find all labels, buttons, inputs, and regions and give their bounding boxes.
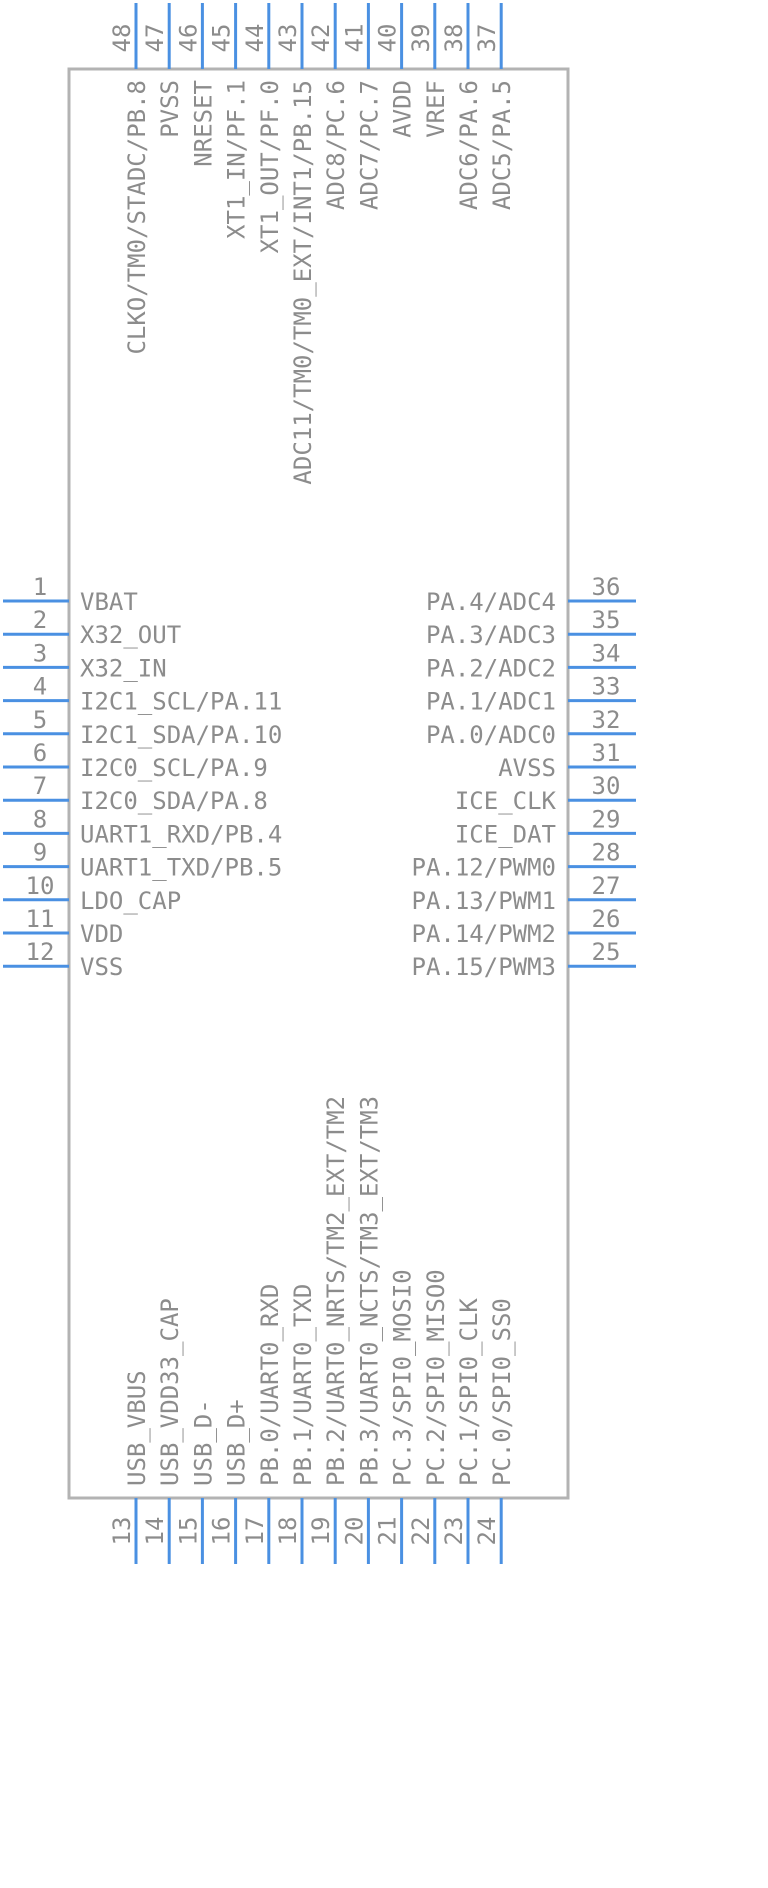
- pin-name-35: PA.3/ADC3: [426, 621, 556, 649]
- pin-number-12: 12: [26, 938, 55, 966]
- pin-name-15: USB_D-: [189, 1399, 217, 1486]
- pin-name-47: PVSS: [156, 80, 184, 138]
- pin-name-2: X32_OUT: [80, 621, 181, 649]
- pin-name-5: I2C1_SDA/PA.10: [80, 721, 282, 749]
- pin-number-30: 30: [592, 772, 621, 800]
- pin-number-47: 47: [141, 24, 169, 53]
- pin-name-44: XT1_OUT/PF.0: [256, 80, 284, 253]
- pin-number-2: 2: [33, 606, 47, 634]
- pin-name-26: PA.14/PWM2: [412, 920, 557, 948]
- pin-number-9: 9: [33, 839, 47, 867]
- pin-number-41: 41: [340, 24, 368, 53]
- pin-number-43: 43: [274, 24, 302, 53]
- pin-name-24: PC.0/SPI0_SS0: [488, 1298, 516, 1486]
- pin-name-45: XT1_IN/PF.1: [223, 80, 251, 239]
- pin-name-12: VSS: [80, 953, 123, 981]
- pin-number-22: 22: [407, 1517, 435, 1546]
- pin-name-4: I2C1_SCL/PA.11: [80, 688, 282, 716]
- pin-number-21: 21: [374, 1517, 402, 1546]
- pin-number-26: 26: [592, 905, 621, 933]
- pin-name-18: PB.1/UART0_TXD: [289, 1284, 317, 1486]
- pin-number-37: 37: [473, 24, 501, 53]
- pin-name-40: AVDD: [389, 80, 417, 138]
- pin-number-23: 23: [440, 1517, 468, 1546]
- pin-number-27: 27: [592, 872, 621, 900]
- pin-number-32: 32: [592, 706, 621, 734]
- pin-number-44: 44: [241, 24, 269, 53]
- pin-name-38: ADC6/PA.6: [455, 80, 483, 210]
- pin-name-46: NRESET: [189, 80, 217, 167]
- pin-number-15: 15: [174, 1517, 202, 1546]
- pin-number-8: 8: [33, 805, 47, 833]
- pin-number-6: 6: [33, 739, 47, 767]
- pin-number-11: 11: [26, 905, 55, 933]
- pin-name-31: AVSS: [498, 754, 556, 782]
- pin-name-36: PA.4/ADC4: [426, 588, 556, 616]
- pin-number-20: 20: [340, 1517, 368, 1546]
- pin-number-18: 18: [274, 1517, 302, 1546]
- pin-number-40: 40: [374, 24, 402, 53]
- pin-number-35: 35: [592, 606, 621, 634]
- ic-body-outline: [67, 67, 570, 1500]
- pin-name-39: VREF: [422, 80, 450, 138]
- pin-name-16: USB_D+: [223, 1399, 251, 1486]
- pin-number-42: 42: [307, 24, 335, 53]
- pin-name-6: I2C0_SCL/PA.9: [80, 754, 268, 782]
- pin-number-4: 4: [33, 673, 47, 701]
- pin-name-30: ICE_CLK: [455, 787, 557, 815]
- pin-name-19: PB.2/UART0_NRTS/TM2_EXT/TM2: [322, 1096, 350, 1486]
- pin-number-39: 39: [407, 24, 435, 53]
- pin-number-17: 17: [241, 1517, 269, 1546]
- pin-number-13: 13: [108, 1517, 136, 1546]
- pin-name-21: PC.3/SPI0_MOSI0: [389, 1269, 417, 1486]
- pin-name-25: PA.15/PWM3: [412, 953, 557, 981]
- pin-name-3: X32_IN: [80, 654, 167, 682]
- pin-name-28: PA.12/PWM0: [412, 854, 557, 882]
- pin-name-9: UART1_TXD/PB.5: [80, 854, 282, 882]
- pin-name-23: PC.1/SPI0_CLK: [455, 1298, 483, 1486]
- pin-name-11: VDD: [80, 920, 123, 948]
- pin-number-31: 31: [592, 739, 621, 767]
- pin-name-43: ADC11/TM0/TM0_EXT/INT1/PB.15: [289, 80, 317, 485]
- pin-name-13: USB_VBUS: [123, 1370, 151, 1486]
- pin-name-48: CLKO/TM0/STADC/PB.8: [123, 80, 151, 355]
- pin-number-5: 5: [33, 706, 47, 734]
- pin-number-1: 1: [33, 573, 47, 601]
- pin-name-27: PA.13/PWM1: [412, 887, 557, 915]
- pin-number-25: 25: [592, 938, 621, 966]
- pin-number-24: 24: [473, 1517, 501, 1546]
- pin-number-46: 46: [174, 24, 202, 53]
- pin-name-41: ADC7/PC.7: [355, 80, 383, 210]
- pin-number-7: 7: [33, 772, 47, 800]
- pin-name-14: USB_VDD33_CAP: [156, 1298, 184, 1486]
- pin-name-17: PB.0/UART0_RXD: [256, 1284, 284, 1486]
- pin-name-37: ADC5/PA.5: [488, 80, 516, 210]
- pin-number-19: 19: [307, 1517, 335, 1546]
- pin-name-10: LDO_CAP: [80, 887, 181, 915]
- pin-name-20: PB.3/UART0_NCTS/TM3_EXT/TM3: [355, 1096, 383, 1486]
- pin-name-1: VBAT: [80, 588, 138, 616]
- pin-number-16: 16: [208, 1517, 236, 1546]
- pin-number-45: 45: [208, 24, 236, 53]
- pin-number-38: 38: [440, 24, 468, 53]
- pin-number-29: 29: [592, 805, 621, 833]
- pin-number-36: 36: [592, 573, 621, 601]
- pin-number-3: 3: [33, 639, 47, 667]
- pin-number-14: 14: [141, 1517, 169, 1546]
- pin-name-34: PA.2/ADC2: [426, 654, 556, 682]
- pin-name-33: PA.1/ADC1: [426, 688, 556, 716]
- pin-name-8: UART1_RXD/PB.4: [80, 820, 282, 848]
- pin-name-42: ADC8/PC.6: [322, 80, 350, 210]
- pin-name-7: I2C0_SDA/PA.8: [80, 787, 268, 815]
- pin-number-28: 28: [592, 839, 621, 867]
- pin-name-32: PA.0/ADC0: [426, 721, 556, 749]
- pin-name-29: ICE_DAT: [455, 820, 556, 848]
- pin-number-10: 10: [26, 872, 55, 900]
- pin-number-34: 34: [592, 639, 621, 667]
- pin-name-22: PC.2/SPI0_MISO0: [422, 1269, 450, 1486]
- pin-number-33: 33: [592, 673, 621, 701]
- pin-number-48: 48: [108, 24, 136, 53]
